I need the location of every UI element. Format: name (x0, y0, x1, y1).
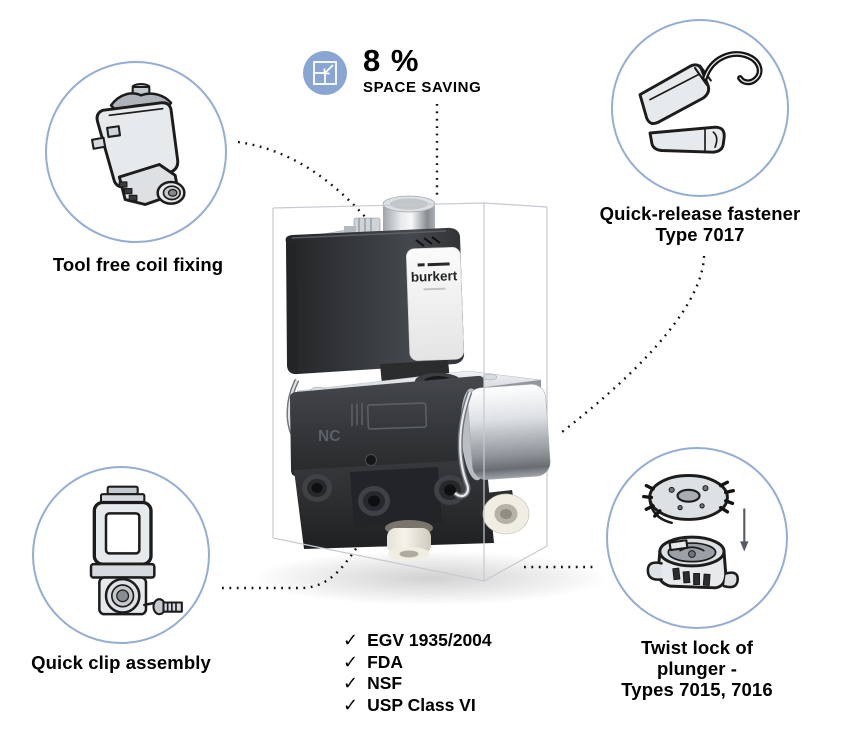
label-quick-clip-assembly: Quick clip assembly (31, 652, 211, 673)
label-quick-release-line1: Quick-release fastener (599, 203, 801, 224)
bottom-fitting (385, 520, 433, 561)
certification-item: ✓ FDA (343, 652, 492, 674)
brand-label: burkert (406, 247, 464, 361)
label-quick-release-line2: Type 7017 (655, 224, 745, 245)
certification-label: USP Class VI (367, 694, 476, 715)
space-saving-badge: 8 % SPACE SAVING (303, 44, 481, 96)
brand-logo-text: burkert (411, 268, 459, 285)
label-twist-lock-line2: plunger - (656, 658, 738, 679)
feature-circle-twist-lock-plunger (606, 447, 788, 629)
valve-product: burkert (285, 195, 551, 561)
lower-manifold (294, 459, 494, 549)
space-saving-value: 8 % (363, 43, 420, 78)
certification-label: NSF (367, 673, 403, 693)
chrome-actuator-cylinder (460, 384, 551, 481)
right-fitting (476, 490, 530, 535)
nc-marking: NC (318, 428, 340, 445)
shrink-arrow-icon (313, 61, 337, 85)
label-twist-lock-plunger: Twist lock of plunger - Types 7015, 7016 (587, 637, 807, 700)
connector-quick-release (561, 255, 706, 433)
brand-logo-bar (417, 263, 425, 267)
fastener-illustration (638, 51, 763, 154)
certification-label: FDA (367, 651, 404, 672)
certifications-list: ✓ EGV 1935/2004 ✓ FDA ✓ NSF ✓ USP Class … (343, 630, 492, 716)
space-saving-label: SPACE SAVING (363, 79, 482, 96)
certification-label: EGV 1935/2004 (367, 630, 492, 650)
label-twist-lock-line3: Types 7015, 7016 (621, 679, 773, 700)
certification-item: ✓ USP Class VI (343, 695, 492, 717)
coil-valve-illustration (90, 83, 186, 206)
label-quick-release-fastener: Quick-release fastener Type 7017 (585, 203, 815, 245)
label-twist-lock-line1: Twist lock of (641, 637, 753, 658)
clip-valve-illustration (89, 485, 183, 616)
feature-circle-quick-clip-assembly (32, 466, 210, 644)
feature-circle-quick-release-fastener (611, 19, 789, 197)
glass-box-front-edges (272, 202, 548, 582)
check-icon: ✓ (343, 694, 359, 715)
check-icon: ✓ (343, 630, 359, 650)
right-spring-clip (453, 391, 473, 499)
port-right (434, 475, 466, 505)
check-icon: ✓ (343, 651, 359, 672)
label-tool-free-coil-fixing: Tool free coil fixing (52, 254, 224, 275)
product-shadow (252, 551, 608, 605)
twist-lock-illustration (642, 474, 749, 590)
port-left (302, 474, 332, 502)
certification-item: ✓ NSF (343, 673, 492, 695)
check-icon: ✓ (343, 673, 359, 693)
certification-item: ✓ EGV 1935/2004 (343, 630, 492, 652)
space-saving-icon (303, 51, 347, 95)
connector-tool-free (237, 140, 369, 221)
port-center (358, 486, 390, 516)
feature-circle-tool-free-coil-fixing (45, 61, 227, 243)
